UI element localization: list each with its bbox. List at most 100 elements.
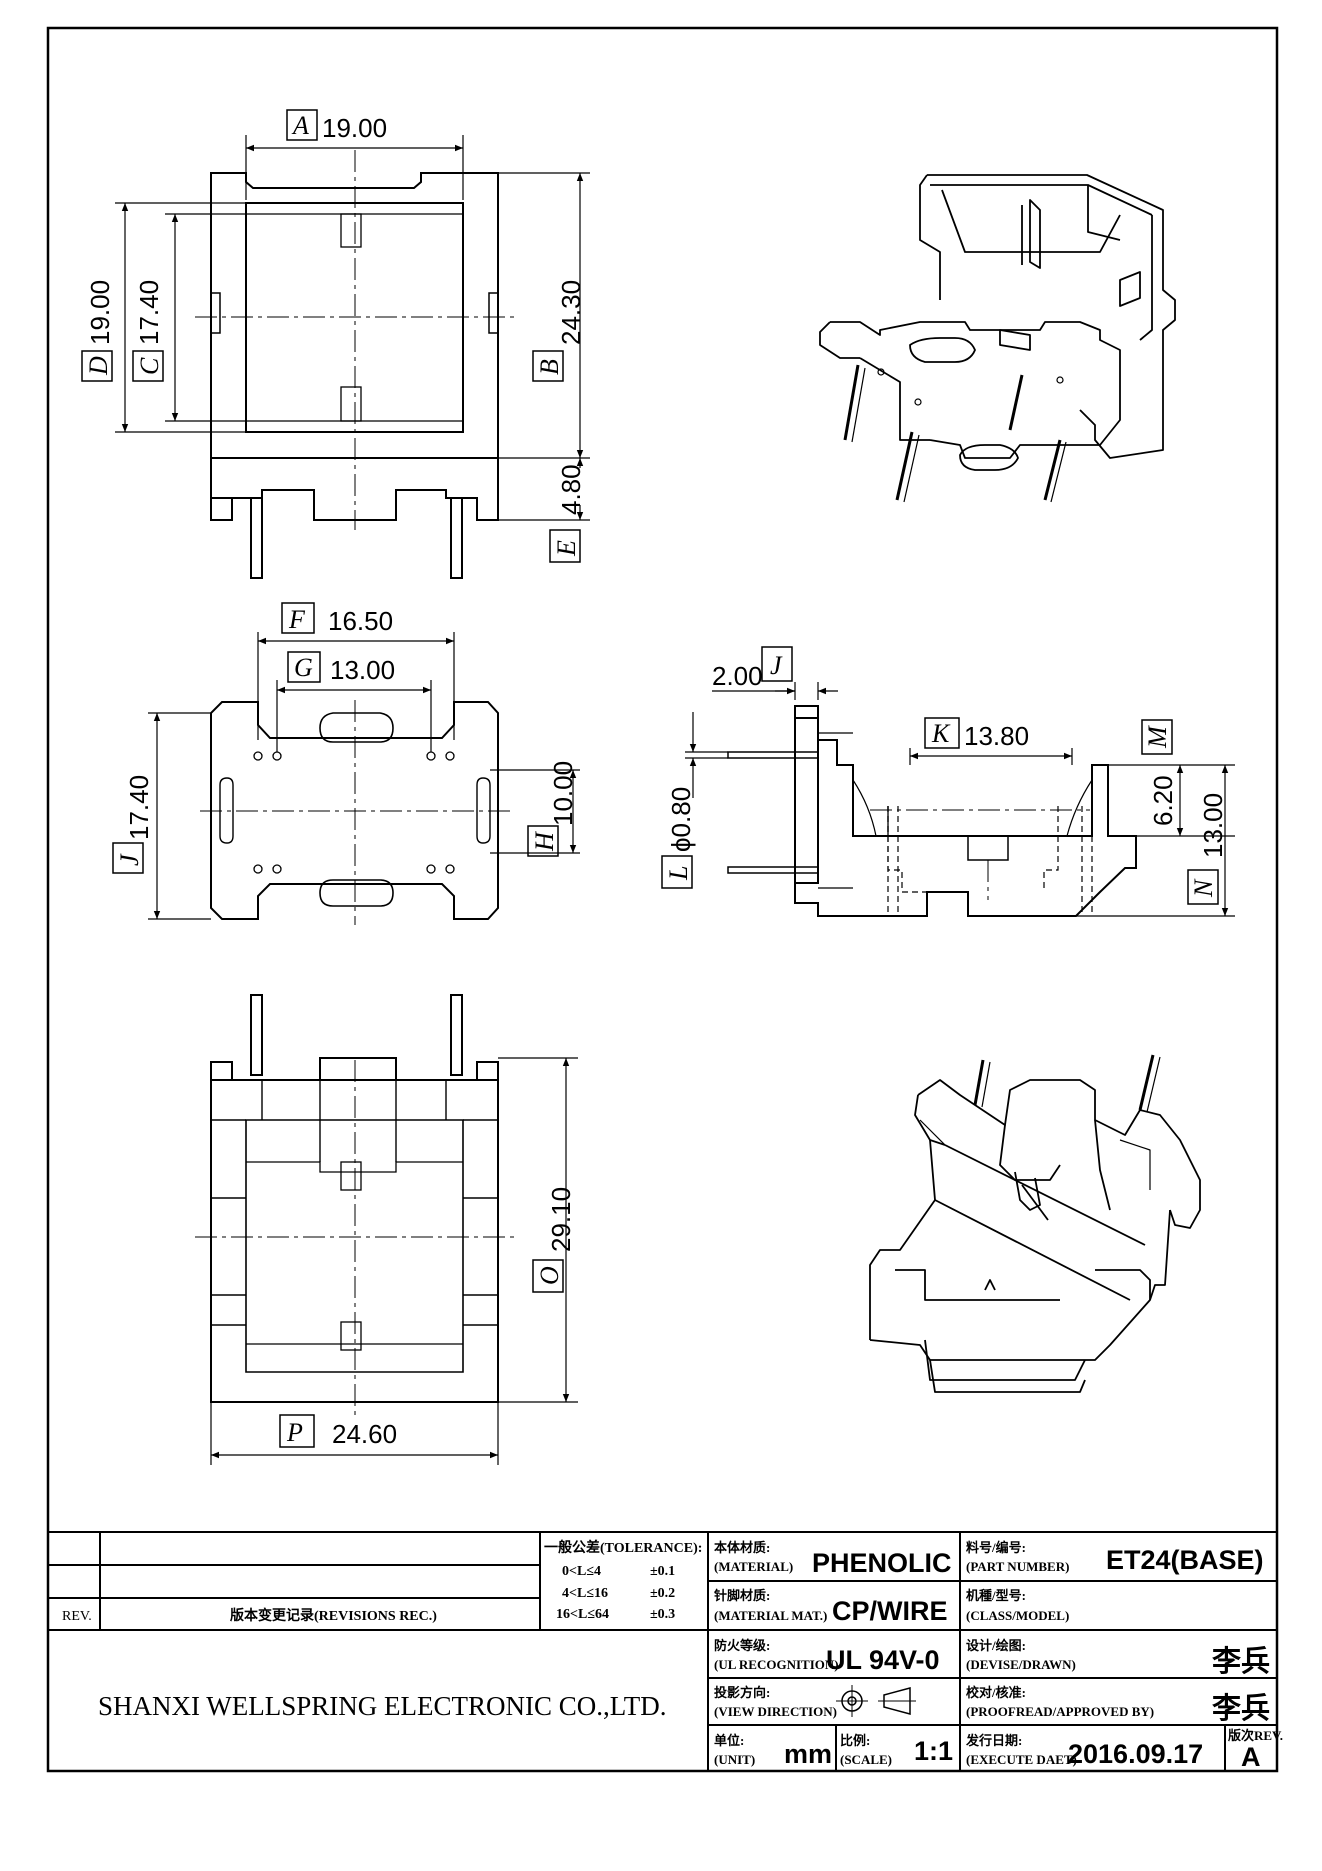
top-view [195, 150, 515, 579]
dim-M-label: M [1143, 725, 1172, 749]
dim-A-label: A [291, 111, 309, 140]
dim-L-label: L [664, 866, 693, 881]
dim-G-value: 13.00 [330, 655, 395, 685]
dim-D-value: 19.00 [85, 280, 115, 345]
projection-symbol-icon [836, 1685, 916, 1717]
ul-cn: 防火等级: [714, 1638, 770, 1653]
class-model-cn: 机種/型号: [966, 1588, 1026, 1603]
part-number-cn: 料号/编号: [966, 1540, 1026, 1555]
dim-K-value: 13.80 [964, 721, 1029, 751]
part-number-value: ET24(BASE) [1106, 1545, 1264, 1575]
tolerance-range-1: 0<L≤4 [562, 1564, 601, 1579]
tolerance-range-3: 16<L≤64 [556, 1607, 609, 1622]
part-number-en: (PART NUMBER) [966, 1559, 1069, 1574]
dim-J2 [712, 646, 838, 700]
approved-value: 李兵 [1212, 1691, 1270, 1725]
pin-material-value: CP/WIRE [832, 1596, 948, 1626]
dim-B-label: B [535, 359, 564, 375]
dim-N-value: 13.00 [1198, 793, 1228, 858]
tolerance-range-2: 4<L≤16 [562, 1586, 608, 1601]
dim-J2-value: 2.00 [712, 661, 763, 691]
dim-N [1076, 765, 1235, 917]
dim-K [909, 717, 1073, 765]
pin-material-en: (MATERIAL MAT.) [714, 1608, 827, 1623]
dim-O-label: O [535, 1266, 564, 1285]
material-en: (MATERIAL) [714, 1559, 793, 1574]
dim-H-label: H [530, 831, 559, 852]
dim-F [257, 602, 455, 740]
ul-value: UL 94V-0 [826, 1645, 940, 1675]
rev-value: A [1241, 1742, 1261, 1772]
rev-label: REV. [62, 1609, 92, 1624]
dim-K-label: K [931, 719, 951, 748]
dim-F-value: 16.50 [328, 606, 393, 636]
tolerance-value-2: ±0.2 [650, 1586, 675, 1601]
material-value: PHENOLIC [812, 1548, 952, 1578]
dim-O-value: 29.10 [546, 1187, 576, 1252]
dim-P-label: P [286, 1418, 303, 1447]
bottom-view [200, 700, 515, 925]
dim-F-label: F [288, 605, 306, 634]
isometric-view-top [819, 174, 1176, 503]
title-block [48, 1531, 1277, 1771]
material-cn: 本体材质: [714, 1540, 770, 1555]
pin-material-cn: 针脚材质: [713, 1588, 770, 1603]
dim-D [81, 202, 246, 433]
approved-en: (PROOFREAD/APPROVED BY) [966, 1704, 1154, 1719]
dim-J1-value: 17.40 [124, 775, 154, 840]
dim-N-label: N [1189, 878, 1218, 898]
lower-view [195, 994, 515, 1415]
approved-cn: 校对/核准: [966, 1685, 1026, 1700]
drawn-cn: 设计/绘图: [966, 1638, 1026, 1653]
dim-G [276, 651, 432, 752]
tolerance-value-1: ±0.1 [650, 1564, 675, 1579]
dim-P [210, 1402, 499, 1465]
dim-H [490, 769, 580, 857]
dim-A-value: 19.00 [322, 113, 387, 143]
sheet-border [46, 26, 1279, 1773]
isometric-view-bottom [869, 1054, 1201, 1393]
dim-B-value: 24.30 [556, 280, 586, 345]
drawn-en: (DEVISE/DRAWN) [966, 1657, 1076, 1672]
unit-value: mm [784, 1739, 832, 1769]
class-model-en: (CLASS/MODEL) [966, 1608, 1069, 1623]
date-en: (EXECUTE DAET) [966, 1752, 1077, 1767]
drawn-value: 李兵 [1212, 1644, 1270, 1678]
revisions-label: 版本变更记录(REVISIONS REC.) [230, 1607, 437, 1624]
date-value: 2016.09.17 [1068, 1739, 1203, 1769]
unit-cn: 单位: [714, 1733, 744, 1748]
dim-C-value: 17.40 [134, 280, 164, 345]
scale-cn: 比例: [840, 1733, 870, 1748]
dim-B [498, 172, 590, 459]
tolerance-title: 一般公差(TOLERANCE): [544, 1539, 702, 1556]
dim-C [132, 213, 246, 422]
dim-J1 [112, 712, 211, 920]
view-direction-en: (VIEW DIRECTION) [714, 1704, 837, 1719]
dim-H-value: 10.00 [548, 761, 578, 826]
scale-value: 1:1 [914, 1736, 953, 1766]
dim-L-value: ϕ0.80 [666, 787, 696, 852]
ul-en: (UL RECOGNITION) [714, 1657, 839, 1672]
dim-O [498, 1057, 578, 1403]
dim-G-label: G [294, 653, 313, 682]
company-name: SHANXI WELLSPRING ELECTRONIC CO.,LTD. [98, 1691, 667, 1721]
dim-A [245, 109, 464, 200]
date-cn: 发行日期: [965, 1733, 1022, 1748]
dim-L [661, 712, 728, 889]
dim-D-label: D [84, 356, 113, 376]
dim-M [1108, 719, 1235, 837]
dim-J2-label: J [770, 651, 783, 680]
dim-E [498, 458, 590, 563]
rev-cn: 版次REV. [1228, 1728, 1283, 1743]
dim-J1-label: J [115, 853, 144, 866]
dim-P-value: 24.60 [332, 1419, 397, 1449]
tolerance-value-3: ±0.3 [650, 1607, 675, 1622]
dim-E-label: E [552, 540, 581, 557]
dim-M-value: 6.20 [1148, 775, 1178, 826]
dim-E-value: 4.80 [556, 464, 586, 515]
view-direction-cn: 投影方向: [714, 1685, 770, 1700]
scale-en: (SCALE) [840, 1752, 892, 1767]
unit-en: (UNIT) [714, 1752, 755, 1767]
dim-C-label: C [135, 357, 164, 375]
